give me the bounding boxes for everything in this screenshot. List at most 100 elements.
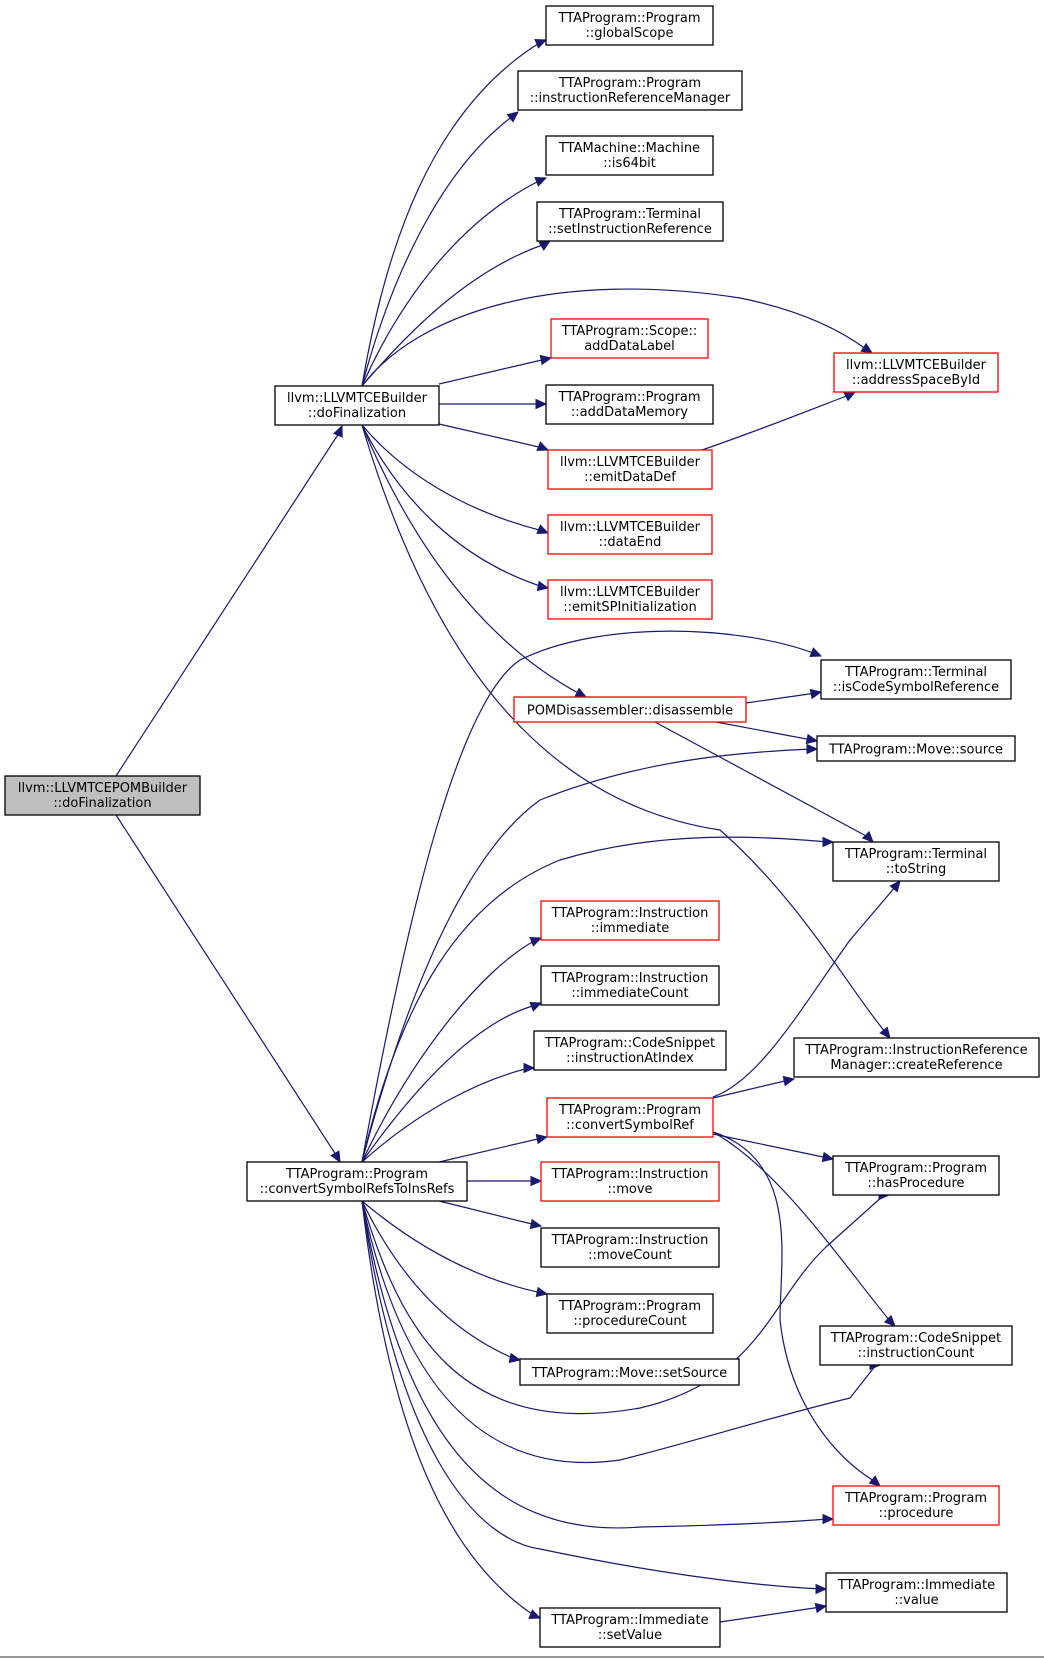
- node-instr-move[interactable]: TTAProgram::Instruction::move: [540, 1161, 720, 1202]
- edge-line: [361, 424, 887, 1034]
- node-pom-dis[interactable]: POMDisassembler::disassemble: [513, 696, 747, 723]
- node-label-line-2: ::emitDataDef: [584, 470, 676, 485]
- node-label-line-1: llvm::LLVMTCEPOMBuilder: [18, 781, 188, 796]
- edge-arrowhead: [529, 937, 543, 947]
- node-proc-count[interactable]: TTAProgram::Program::procedureCount: [546, 1293, 714, 1334]
- edge-line: [361, 1200, 516, 1360]
- node-global-scope[interactable]: TTAProgram::Program::globalScope: [545, 5, 714, 46]
- node-label-line-2: ::procedureCount: [573, 1314, 686, 1329]
- node-instr-count[interactable]: TTAProgram::CodeSnippet::instructionCoun…: [819, 1325, 1013, 1366]
- node-has-proc[interactable]: TTAProgram::Program::hasProcedure: [832, 1155, 1000, 1196]
- edge-arrowhead: [333, 424, 343, 438]
- node-label-line-1: TTAProgram::Program: [558, 76, 701, 91]
- edge-convert_refs-to-set_value: [361, 1200, 542, 1619]
- edge-arrowhead: [536, 524, 550, 534]
- edge-arrowhead: [330, 1150, 341, 1164]
- node-procedure[interactable]: TTAProgram::Program::procedure: [832, 1485, 1000, 1526]
- node-box: [517, 70, 743, 111]
- node-box: [4, 775, 201, 816]
- node-label-line-2: ::toString: [886, 862, 947, 877]
- node-irm[interactable]: TTAProgram::Program::instructionReferenc…: [517, 70, 743, 111]
- node-move-src[interactable]: TTAProgram::Move::source: [816, 735, 1016, 762]
- edge-line: [438, 1137, 543, 1163]
- edge-arrowhead: [536, 580, 550, 592]
- node-emit-sp[interactable]: llvm::LLVMTCEBuilder::emitSPInitializati…: [547, 579, 713, 620]
- node-conv-sym[interactable]: TTAProgram::Program::convertSymbolRef: [546, 1097, 714, 1138]
- node-move-count[interactable]: TTAProgram::Instruction::moveCount: [540, 1227, 720, 1268]
- node-label-line-1: TTAProgram::Instruction: [551, 1233, 709, 1248]
- node-create-ref[interactable]: TTAProgram::InstructionReferenceManager:…: [793, 1037, 1040, 1078]
- node-to-string[interactable]: TTAProgram::Terminal::toString: [832, 841, 1000, 882]
- node-emit-def[interactable]: llvm::LLVMTCEBuilder::emitDataDef: [547, 449, 713, 490]
- edge-conv_sym-to-procedure: [712, 1131, 881, 1487]
- node-imm-value[interactable]: TTAProgram::Immediate::value: [825, 1572, 1008, 1613]
- node-tce-dofin[interactable]: llvm::LLVMTCEBuilder::doFinalization: [274, 385, 440, 426]
- node-set-ir[interactable]: TTAProgram::Terminal::setInstructionRefe…: [536, 201, 724, 242]
- node-box: [550, 318, 709, 359]
- node-box: [540, 1161, 720, 1202]
- node-label-line-2: ::immediate: [591, 921, 670, 936]
- edge-line: [361, 1200, 543, 1294]
- node-label-line-1: TTAProgram::Immediate: [837, 1578, 995, 1593]
- edge-line: [438, 1200, 537, 1226]
- edge-pom_dis-to-to_string: [654, 721, 874, 843]
- edge-arrowhead: [534, 39, 548, 49]
- node-box: [547, 449, 713, 490]
- node-label-line-2: ::instructionAtIndex: [566, 1051, 694, 1066]
- edge-line: [438, 423, 544, 449]
- node-data-end[interactable]: llvm::LLVMTCEBuilder::dataEnd: [547, 514, 713, 555]
- node-box: [832, 1485, 1000, 1526]
- edge-arrowhead: [574, 687, 588, 698]
- edge-root-to-tce_dofin: [115, 424, 343, 777]
- node-convert-refs[interactable]: TTAProgram::Program::convertSymbolRefsTo…: [246, 1161, 468, 1202]
- edge-arrowhead: [860, 342, 874, 354]
- node-label-line-1: TTAProgram::Move::setSource: [531, 1366, 727, 1381]
- edge-line: [361, 939, 537, 1163]
- node-label-line-2: ::value: [894, 1593, 938, 1608]
- node-box: [545, 384, 714, 425]
- node-label-line-2: ::is64bit: [603, 156, 656, 171]
- edge-arrowhead: [535, 1133, 549, 1145]
- node-label-line-1: TTAProgram::Program: [558, 1299, 701, 1314]
- node-immediate[interactable]: TTAProgram::Instruction::immediate: [540, 900, 720, 941]
- node-is64[interactable]: TTAMachine::Machine::is64bit: [545, 135, 714, 176]
- node-imm-count[interactable]: TTAProgram::Instruction::immediateCount: [540, 965, 720, 1006]
- edge-arrowhead: [523, 1062, 536, 1074]
- node-set-source[interactable]: TTAProgram::Move::setSource: [519, 1358, 740, 1386]
- node-as-by-id[interactable]: llvm::LLVMTCEBuilder::addressSpaceById: [833, 352, 999, 393]
- edge-arrowhead: [883, 1314, 896, 1327]
- node-label-line-2: ::addDataMemory: [571, 405, 688, 420]
- edge-arrowhead: [538, 240, 552, 251]
- edge-line: [701, 394, 850, 451]
- node-label-line-2: ::convertSymbolRef: [566, 1118, 694, 1133]
- node-label-line-1: TTAProgram::CodeSnippet: [830, 1331, 1001, 1346]
- node-label-line-1: TTAProgram::Program: [285, 1167, 428, 1182]
- edge-convert_refs-to-set_source: [361, 1200, 522, 1364]
- node-set-value[interactable]: TTAProgram::Immediate::setValue: [539, 1607, 721, 1648]
- edge-convert_refs-to-is_code_sym: [361, 630, 823, 1163]
- edge-arrowhead: [535, 1286, 549, 1298]
- node-is-code-sym[interactable]: TTAProgram::Terminal::isCodeSymbolRefere…: [820, 659, 1012, 700]
- node-box: [540, 1227, 720, 1268]
- node-label-line-2: Manager::createReference: [830, 1058, 1002, 1073]
- edge-convert_refs-to-instr_at: [361, 1062, 536, 1163]
- node-add-mem[interactable]: TTAProgram::Program::addDataMemory: [545, 384, 714, 425]
- node-label-line-1: llvm::LLVMTCEBuilder: [560, 455, 701, 470]
- node-box: [539, 1607, 721, 1648]
- node-instr-at[interactable]: TTAProgram::CodeSnippet::instructionAtIn…: [533, 1030, 727, 1071]
- node-label-line-1: TTAProgram::Program: [558, 390, 701, 405]
- edge-line: [712, 885, 897, 1098]
- edge-root-to-convert_refs: [115, 814, 341, 1164]
- edge-conv_sym-to-create_ref: [712, 1075, 796, 1099]
- edge-line: [361, 630, 817, 1163]
- node-box: [832, 1155, 1000, 1196]
- edge-conv_sym-to-has_proc: [712, 1133, 835, 1163]
- edge-tce_dofin-to-as_by_id: [361, 288, 874, 387]
- node-add-label[interactable]: TTAProgram::Scope::addDataLabel: [550, 318, 709, 359]
- edge-line: [361, 1194, 885, 1415]
- edge-line: [115, 814, 337, 1156]
- edge-arrowhead: [843, 391, 857, 402]
- node-label-line-2: ::dataEnd: [599, 535, 662, 550]
- edge-line: [361, 1004, 537, 1163]
